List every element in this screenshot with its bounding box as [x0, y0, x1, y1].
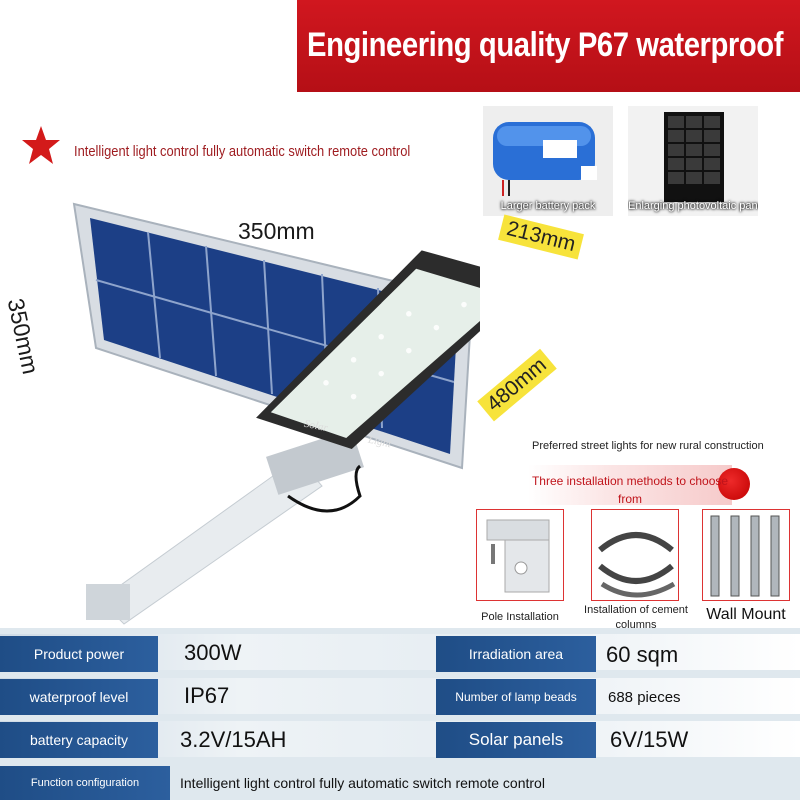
- wall-bolts-icon: [710, 515, 780, 597]
- cement-column-image: [591, 509, 679, 601]
- spec-label-waterproof-level: waterproof level: [0, 679, 158, 715]
- lamp-width-tag: 213mm: [498, 214, 584, 260]
- header-title: Engineering quality P67 waterproof: [307, 26, 784, 64]
- spec-value-battery-capacity: 3.2V/15AH: [180, 727, 287, 752]
- spec-value-irradiation-area: 60 sqm: [606, 642, 679, 667]
- pole-bracket-icon: [486, 519, 550, 593]
- header-banner: [297, 0, 800, 92]
- methods-title: Three installation methods to choose fro…: [531, 474, 729, 506]
- battery-pack-image: Larger battery pack: [483, 106, 613, 216]
- preferred-text: Preferred street lights for new rural co…: [532, 440, 764, 452]
- spec-label-solar-panels: Solar panels: [436, 722, 596, 758]
- lamp-length-tag: 480mm: [477, 348, 557, 422]
- spec-value-waterproof-level: IP67: [184, 683, 230, 708]
- hoop-clamp-icon: [598, 532, 676, 598]
- solar-panel-icon: [628, 106, 758, 216]
- panel-caption: Enlarging photovoltaic panels: [628, 200, 758, 212]
- wall-mount-image: [702, 509, 790, 601]
- battery-caption: Larger battery pack: [500, 200, 596, 212]
- spec-value-function: Intelligent light control fully automati…: [180, 775, 545, 791]
- star-icon: [22, 126, 60, 164]
- spec-value-lamp-beads: 688 pieces: [608, 689, 681, 706]
- pole-installation-image: [476, 509, 564, 601]
- spec-label-product-power: Product power: [0, 636, 158, 672]
- methods-title-box: [528, 465, 732, 505]
- spec-label-battery-capacity: battery capacity: [0, 722, 158, 758]
- spec-value-solar-panels: 6V/15W: [610, 727, 689, 752]
- solar-street-light-image: [72, 202, 480, 625]
- feature-text: Intelligent light control fully automati…: [74, 143, 411, 160]
- panel-width-dimension: 350mm: [238, 218, 315, 244]
- wall-mount-label: Wall Mount: [706, 606, 786, 623]
- spec-label-lamp-beads: Number of lamp beads: [436, 679, 596, 715]
- battery-pack-icon: [483, 106, 613, 216]
- pole-installation-label: Pole Installation: [481, 611, 559, 623]
- header-left-blank: [0, 0, 297, 92]
- spec-label-function: Function configuration: [0, 766, 170, 800]
- red-dot-icon: [718, 468, 750, 500]
- photovoltaic-panel-image: Enlarging photovoltaic panels: [628, 106, 758, 216]
- panel-height-dimension: 350mm: [2, 296, 44, 377]
- spec-label-irradiation-area: Irradiation area: [436, 636, 596, 672]
- spec-value-product-power: 300W: [184, 640, 242, 665]
